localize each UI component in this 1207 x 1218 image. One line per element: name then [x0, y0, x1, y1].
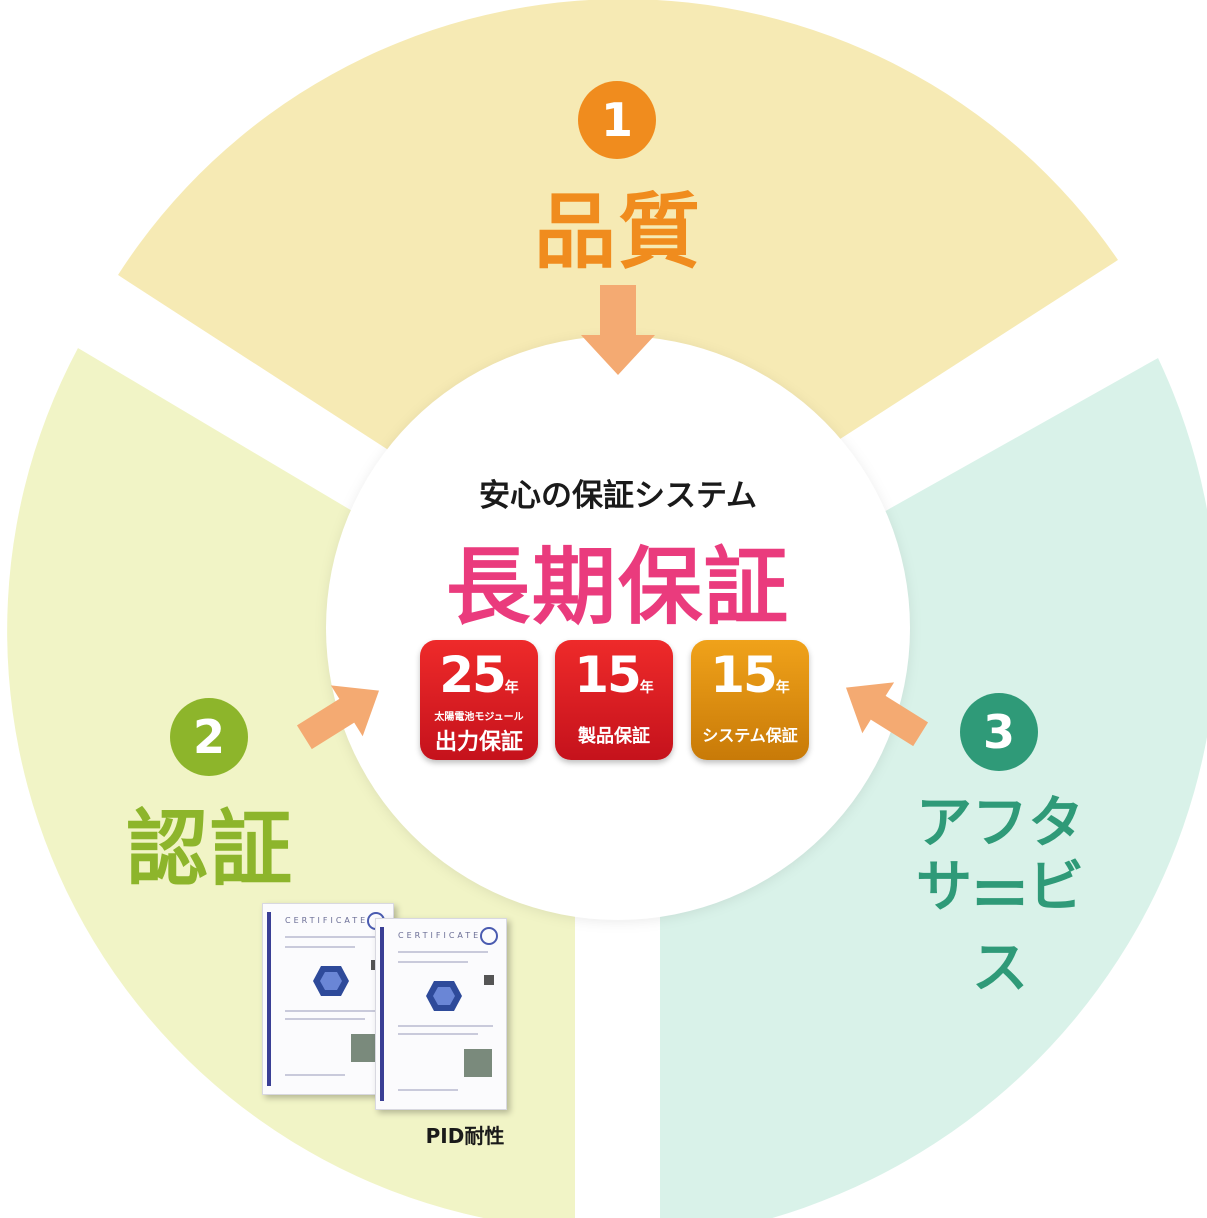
badge-3-line1: システム保証: [702, 726, 798, 745]
badge-1-unit: 年: [504, 680, 519, 696]
certificate-caption: PID耐性: [425, 1124, 505, 1148]
arrow-cert: [296, 685, 380, 750]
center-circle: [326, 336, 910, 920]
certificate-photo: [464, 1049, 492, 1077]
pillar-2-number: 2: [170, 698, 248, 776]
badge-1-line2: 出力保証: [434, 730, 523, 755]
pillar-2-label: 認証: [125, 802, 294, 897]
pillar-3-label-line2: サービス: [916, 855, 1084, 1001]
certificate-qr-icon: [484, 975, 494, 985]
badge-1-line1: 太陽電池モジュール: [434, 712, 524, 723]
certificate-front-heading: CERTIFICATE: [398, 931, 482, 940]
pillar-3-number: 3: [960, 693, 1038, 771]
arrow-quality: [581, 285, 655, 375]
arrow-service: [845, 682, 929, 747]
badge-2-line1: 製品保証: [578, 726, 650, 747]
badge-2-years: 15: [574, 646, 642, 704]
badge-1-years: 25: [439, 646, 507, 704]
certificate-logo-icon: [313, 966, 349, 996]
badge-3-years: 15: [710, 646, 778, 704]
badge-system-warranty: 15年 システム保証: [691, 640, 809, 760]
badge-3-unit: 年: [775, 680, 790, 696]
center-title: 長期保証: [445, 538, 790, 636]
badge-product-warranty: 15年 製品保証: [555, 640, 673, 760]
pillar-3-label-line1: アフター: [916, 791, 1084, 937]
certificate-photo: [351, 1034, 379, 1062]
certificate-document-front: CERTIFICATE: [375, 918, 507, 1110]
certificate-logo-icon: [426, 981, 462, 1011]
center-subtitle: 安心の保証システム: [478, 478, 758, 514]
pillar-1-label: 品質: [533, 185, 702, 280]
badge-module-output-warranty: 25年 太陽電池モジュール 出力保証: [420, 640, 538, 760]
badge-2-unit: 年: [639, 680, 654, 696]
certificate-back-heading: CERTIFICATE: [285, 916, 369, 925]
pillar-1-number: 1: [578, 81, 656, 159]
certificate-seal-icon: [480, 927, 498, 945]
